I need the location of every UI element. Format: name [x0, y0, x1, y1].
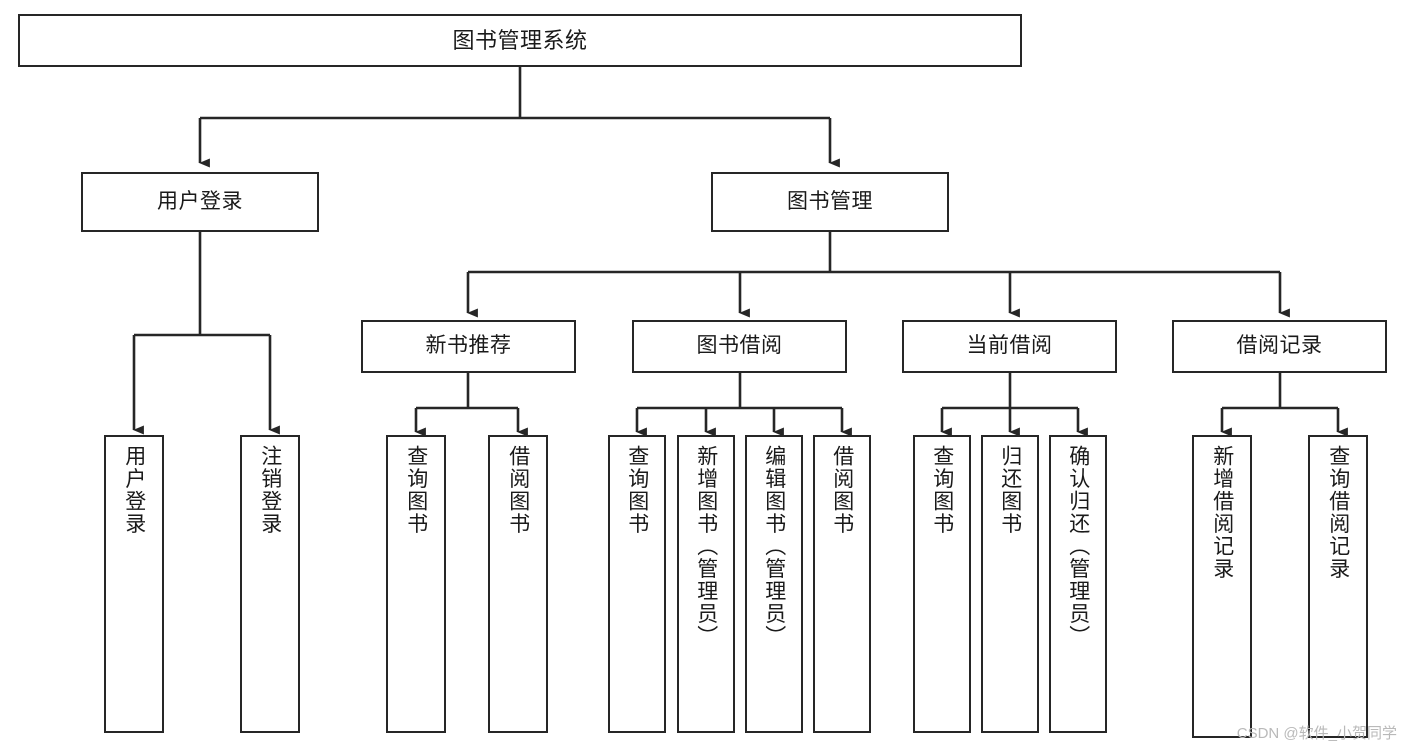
node-new-book-recommend-label: 新书推荐 — [425, 334, 512, 358]
node-leaf-user-login[interactable]: 用户登录 — [104, 435, 164, 733]
node-root-label: 图书管理系统 — [452, 27, 588, 53]
node-leaf-query-book-1-label: 查询图书 — [404, 445, 428, 535]
node-leaf-borrow-book-2[interactable]: 借阅图书 — [813, 435, 871, 733]
csdn-watermark: CSDN @软件_小贺同学 — [1236, 725, 1397, 742]
node-leaf-logout-login[interactable]: 注销登录 — [240, 435, 300, 733]
node-book-management[interactable]: 图书管理 — [711, 172, 949, 232]
node-book-management-label: 图书管理 — [787, 189, 873, 213]
node-leaf-query-book-1[interactable]: 查询图书 — [386, 435, 446, 733]
node-leaf-edit-book[interactable]: 编辑图书（管理员） — [745, 435, 803, 733]
node-book-borrow[interactable]: 图书借阅 — [632, 320, 847, 373]
node-leaf-query-record-label: 查询借阅记录 — [1326, 445, 1350, 580]
node-leaf-query-book-2-label: 查询图书 — [625, 445, 649, 535]
node-current-borrow[interactable]: 当前借阅 — [902, 320, 1117, 373]
node-leaf-borrow-book-1-label: 借阅图书 — [506, 445, 530, 535]
node-leaf-user-login-label: 用户登录 — [122, 445, 146, 535]
node-book-borrow-label: 图书借阅 — [696, 334, 783, 358]
node-leaf-confirm-return-label: 确认归还（管理员） — [1066, 445, 1090, 648]
node-leaf-edit-book-label: 编辑图书（管理员） — [762, 445, 786, 648]
node-borrow-record-label: 借阅记录 — [1236, 334, 1323, 358]
node-leaf-return-book[interactable]: 归还图书 — [981, 435, 1039, 733]
node-leaf-confirm-return[interactable]: 确认归还（管理员） — [1049, 435, 1107, 733]
node-leaf-query-book-2[interactable]: 查询图书 — [608, 435, 666, 733]
node-leaf-borrow-book-2-label: 借阅图书 — [830, 445, 854, 535]
node-user-login-label: 用户登录 — [157, 189, 243, 213]
node-current-borrow-label: 当前借阅 — [966, 334, 1053, 358]
node-new-book-recommend[interactable]: 新书推荐 — [361, 320, 576, 373]
node-leaf-add-book[interactable]: 新增图书（管理员） — [677, 435, 735, 733]
node-user-login[interactable]: 用户登录 — [81, 172, 319, 232]
node-borrow-record[interactable]: 借阅记录 — [1172, 320, 1387, 373]
node-leaf-query-book-3[interactable]: 查询图书 — [913, 435, 971, 733]
node-root[interactable]: 图书管理系统 — [18, 14, 1022, 67]
node-leaf-logout-login-label: 注销登录 — [258, 445, 282, 535]
node-leaf-return-book-label: 归还图书 — [998, 445, 1022, 535]
node-leaf-add-book-label: 新增图书（管理员） — [694, 445, 718, 648]
node-leaf-query-book-3-label: 查询图书 — [930, 445, 954, 535]
node-leaf-borrow-book-1[interactable]: 借阅图书 — [488, 435, 548, 733]
node-leaf-query-record[interactable]: 查询借阅记录 — [1308, 435, 1368, 738]
node-leaf-add-record[interactable]: 新增借阅记录 — [1192, 435, 1252, 738]
node-leaf-add-record-label: 新增借阅记录 — [1210, 445, 1234, 580]
